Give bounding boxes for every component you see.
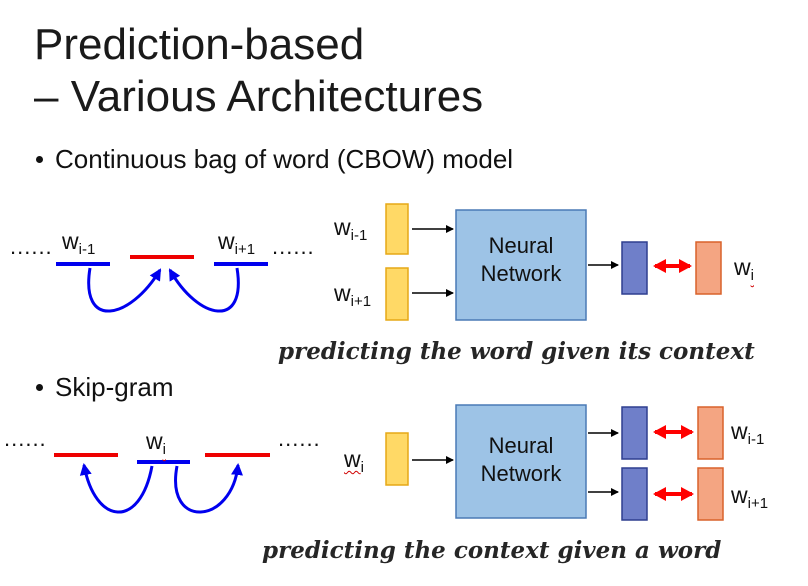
cbow-nn-line2: Network — [480, 261, 562, 286]
cbow-input-top-base: w — [334, 214, 351, 240]
bullet-cbow-text: Continuous bag of word (CBOW) model — [55, 144, 514, 174]
sg-input-vector — [385, 432, 409, 486]
sg-curve-arrow-left — [79, 463, 154, 514]
bullet-dot-icon — [36, 155, 43, 163]
sg-out-top-base: w — [731, 418, 748, 444]
sg-out-bottom-base: w — [731, 482, 748, 508]
cbow-ellipsis-left: ...... — [10, 234, 53, 259]
cbow-nn-line1: Neural — [488, 233, 554, 258]
sg-center-word-base: w — [146, 428, 163, 454]
sg-out-top-sub: i-1 — [747, 431, 765, 448]
cbow-neural-network-label: Neural Network — [456, 232, 586, 288]
cbow-input-top-label: wi-1 — [334, 214, 367, 244]
bullet-skipgram-text: Skip-gram — [55, 372, 174, 402]
cbow-right-word: wi+1 — [218, 228, 255, 258]
sg-out-bottom-label: wi+1 — [731, 482, 768, 512]
cbow-target-label: wi — [734, 254, 754, 284]
sg-nn-line1: Neural — [488, 433, 554, 458]
sg-neural-network-label: Neural Network — [456, 432, 586, 488]
slide-title-line2: – Various Architectures — [34, 72, 484, 121]
sg-target-vector-top — [697, 406, 724, 460]
sg-curve-arrow-right — [174, 463, 243, 514]
cbow-input-vector-bottom — [385, 267, 409, 321]
bullet-dot-icon — [36, 383, 43, 391]
cbow-output-vector — [621, 241, 648, 295]
sg-caption: predicting the context given a word — [262, 537, 722, 564]
cbow-right-word-base: w — [218, 228, 235, 254]
cbow-input-vector-top — [385, 203, 409, 255]
sg-input-base: w — [344, 446, 361, 472]
sg-input-sub: i — [360, 459, 364, 476]
sg-output-vector-top — [621, 406, 648, 460]
cbow-ellipsis-right: ...... — [272, 234, 315, 259]
cbow-target-vector — [695, 241, 722, 295]
cbow-target-base: w — [734, 254, 751, 280]
cbow-curve-arrow-left — [87, 267, 162, 313]
cbow-caption: predicting the word given its context — [278, 338, 755, 365]
sg-output-vector-bottom — [621, 467, 648, 521]
sg-nn-line2: Network — [480, 461, 562, 486]
cbow-right-word-sub: i+1 — [234, 241, 256, 258]
cbow-input-bottom-base: w — [334, 280, 351, 306]
sg-center-word-sub: i — [162, 441, 166, 458]
cbow-neural-network-box — [455, 209, 587, 321]
cbow-input-bottom-label: wi+1 — [334, 280, 371, 310]
sg-out-top-label: wi-1 — [731, 418, 764, 448]
sg-input-label: wi — [344, 446, 364, 476]
sg-ellipsis-left: ...... — [4, 426, 47, 451]
bullet-cbow: Continuous bag of word (CBOW) model — [36, 144, 513, 175]
cbow-input-bottom-sub: i+1 — [350, 293, 372, 310]
cbow-curve-arrow-right — [168, 267, 240, 313]
sg-out-bottom-sub: i+1 — [747, 495, 769, 512]
cbow-input-top-sub: i-1 — [350, 227, 368, 244]
bullet-skipgram: Skip-gram — [36, 372, 173, 403]
cbow-left-word-base: w — [62, 228, 79, 254]
cbow-target-sub: i — [750, 267, 754, 284]
sg-neural-network-box — [455, 404, 587, 519]
sg-center-word: wi — [146, 428, 166, 458]
sg-target-vector-bottom — [697, 467, 724, 521]
cbow-left-word: wi-1 — [62, 228, 95, 258]
sg-ellipsis-right: ...... — [278, 426, 321, 451]
slide-title-line1: Prediction-based — [34, 20, 365, 69]
cbow-left-word-sub: i-1 — [78, 241, 96, 258]
